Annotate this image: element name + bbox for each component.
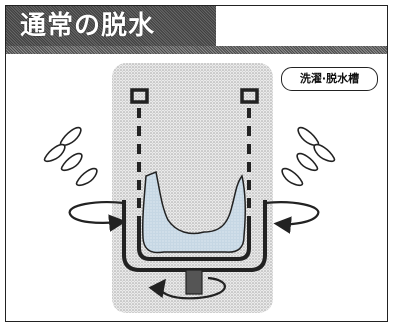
water-drop-icon	[281, 167, 304, 187]
water-drops-right	[281, 126, 336, 187]
water-drop-icon	[75, 167, 98, 187]
water-drop-icon	[313, 143, 336, 163]
tub-label: 洗濯·脱水槽	[281, 67, 378, 91]
water-drop-icon	[60, 152, 83, 172]
water-drop-icon	[297, 126, 320, 147]
rotation-arrow-icon	[68, 201, 127, 232]
rotation-arrow-icon	[148, 276, 226, 300]
water-drop-icon	[59, 126, 82, 147]
title-band: 通常の脱水	[6, 6, 216, 46]
drive-shaft	[185, 269, 203, 295]
tub-outline	[137, 108, 251, 226]
water-drop-icon	[296, 152, 319, 172]
water-drop-icon	[43, 143, 66, 163]
inner-tub	[137, 226, 251, 261]
laundry-icon	[142, 170, 247, 254]
page-title: 通常の脱水	[20, 11, 156, 41]
water-drops-left	[43, 126, 98, 187]
rotation-arrow-icon	[264, 201, 320, 234]
title-rule	[6, 46, 387, 54]
tub-rim-hooks	[130, 88, 259, 104]
